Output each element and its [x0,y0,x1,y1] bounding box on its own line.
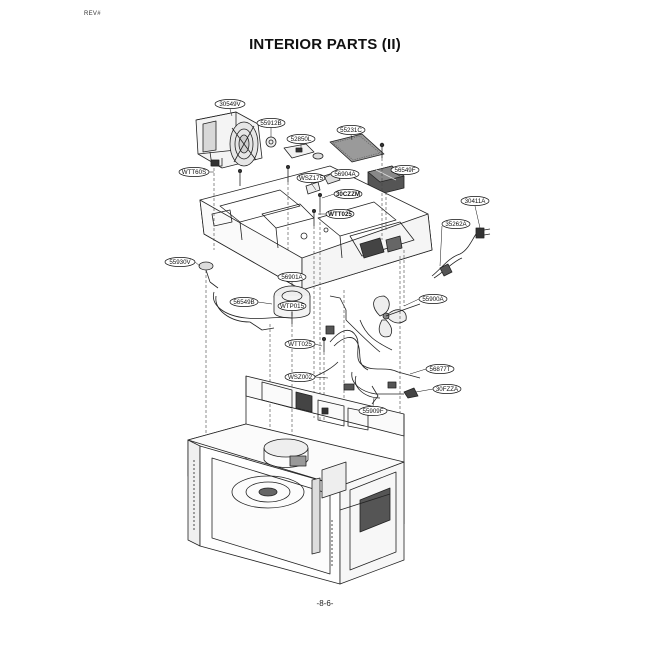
revision-tag: REV# [84,11,101,17]
power-cord [431,227,491,279]
part-label-52850L: 52850L [291,136,312,143]
part-label-30CZZM: 30CZZM [336,191,360,198]
part-label-55930V: 55930V [169,259,191,266]
part-label-35262A: 35262A [445,221,467,228]
filter-mesh [329,133,385,163]
cooling-fan-blade [373,295,421,338]
blower-motor-assembly [195,111,263,169]
part-label-56549B: 56549B [233,299,254,306]
part-label-30411A: 30411A [465,198,487,205]
part-label-56877T: 56877T [430,366,451,373]
part-label-WTT025-top: WTT025 [328,211,352,218]
part-label-WTP015: WTP015 [280,303,305,310]
part-label-55900A: 55900A [422,296,444,303]
part-label-WTT025-mid: WTT025 [288,341,312,348]
part-label-30FZZA: 30FZZA [436,386,459,393]
wire-harness [311,319,421,405]
page-number: -8-6- [316,599,334,608]
bracket-part [283,143,324,160]
part-label-30549V: 30549V [219,101,241,108]
part-label-56904A: 56904A [334,171,356,178]
thermostat [198,261,219,289]
part-label-WTT60S: WTT60S [182,169,206,176]
top-plate [199,165,433,291]
part-label-WSZ175: WSZ175 [299,175,324,182]
part-label-56549F: 56549F [395,167,416,174]
part-label-56901A: 56901A [281,274,303,281]
oven-cavity [187,375,405,585]
part-label-55912B: 55912B [260,120,281,127]
motor-wires [213,291,347,331]
part-label-55231C: 55231C [340,127,362,134]
part-label-55909F: 55909F [363,408,384,415]
page-title: INTERIOR PARTS (II) [249,36,401,53]
capacitor-part [265,136,277,148]
part-label-WSZ002: WSZ002 [288,374,313,381]
